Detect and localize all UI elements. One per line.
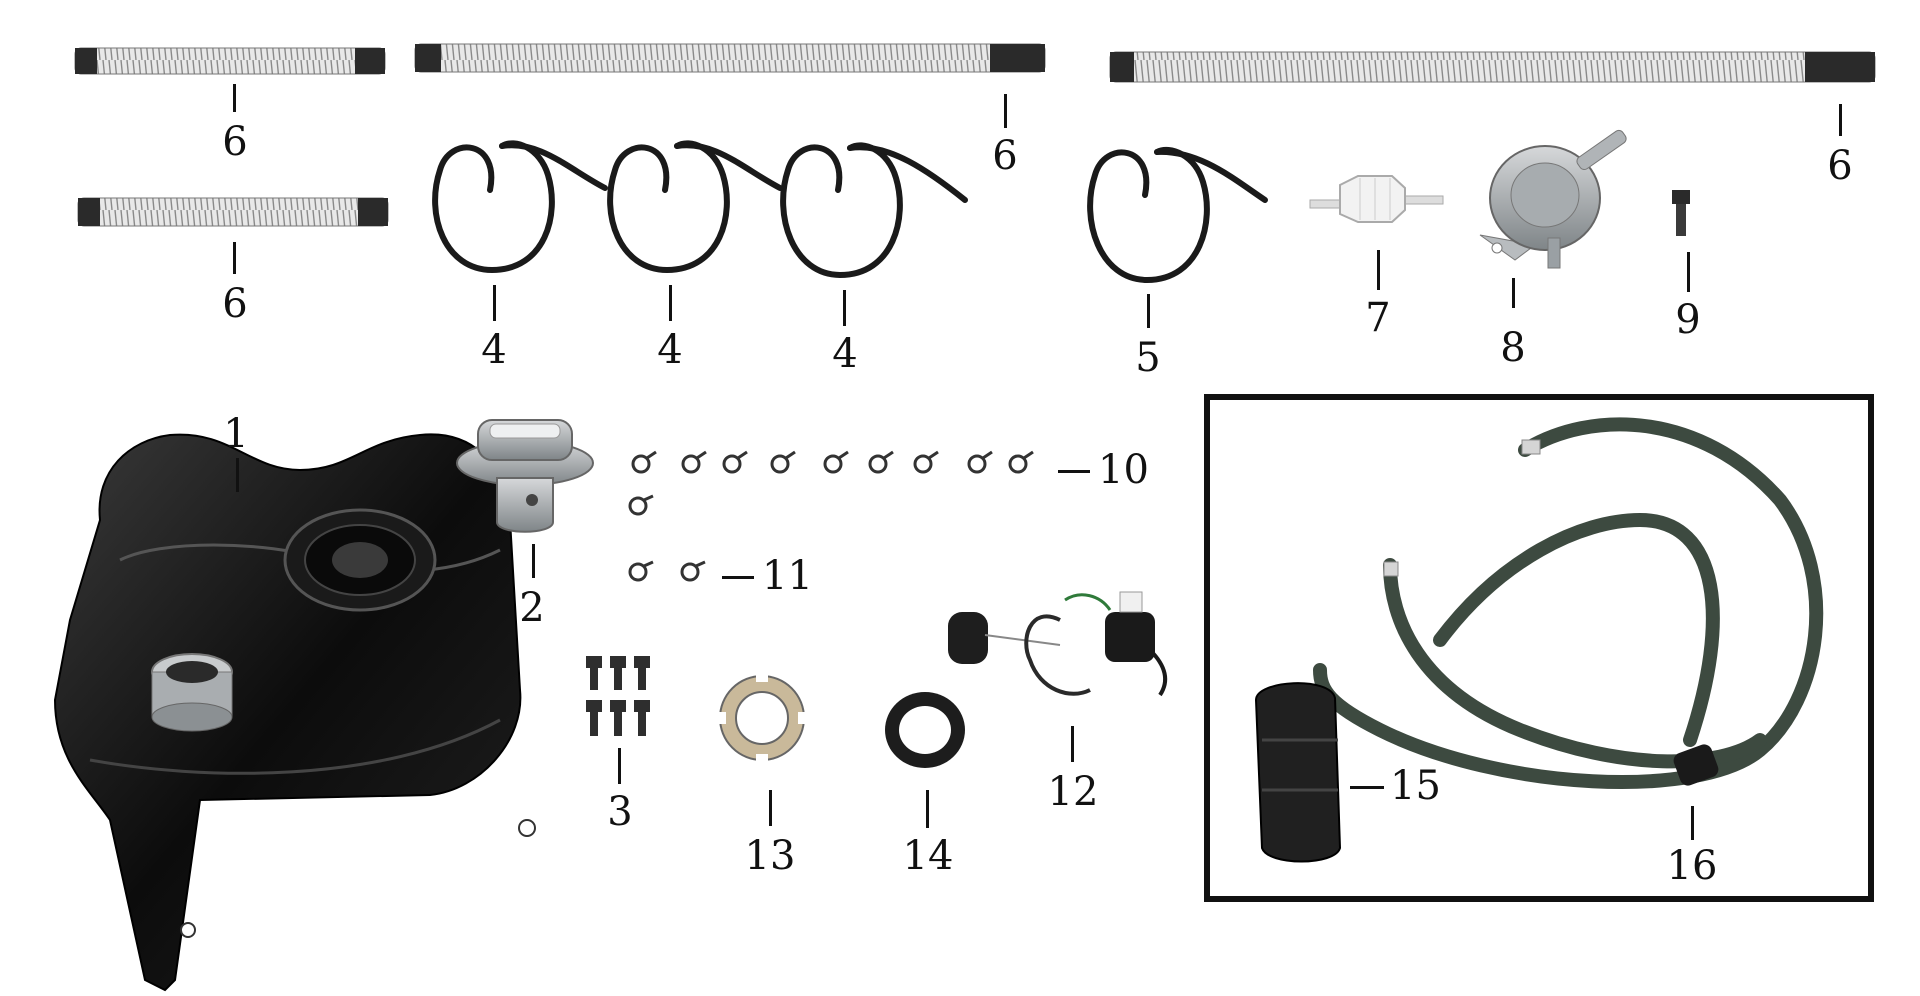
callout-15: 15	[1390, 763, 1441, 809]
leader-line	[1350, 786, 1384, 789]
lock-ring-icon	[716, 672, 808, 764]
leader-line	[1512, 278, 1515, 308]
bolt-icon	[586, 656, 650, 736]
fuel-tank-icon	[53, 433, 536, 992]
leader-line	[722, 576, 754, 579]
callout-5: 5	[1135, 335, 1161, 381]
leader-line	[493, 285, 496, 321]
spring-sleeve-icon	[74, 47, 386, 75]
leader-line	[843, 290, 846, 326]
leader-line	[233, 84, 236, 112]
callout-1: 1	[223, 411, 249, 457]
fuel-cap-icon	[456, 419, 594, 533]
leader-line	[1071, 726, 1074, 762]
fuel-filter-icon	[1309, 175, 1444, 223]
leader-line	[1839, 104, 1842, 136]
leader-line	[532, 544, 535, 578]
callout-6: 6	[992, 133, 1018, 179]
seal-ring-icon	[885, 692, 965, 768]
callout-6: 6	[1827, 143, 1853, 189]
fuel-hose-icon	[780, 142, 968, 279]
leader-line	[1147, 294, 1150, 328]
spring-sleeve-icon	[1109, 51, 1876, 83]
callout-6: 6	[222, 119, 248, 165]
fuel-hose-icon	[607, 140, 783, 274]
leader-line	[1058, 470, 1090, 473]
callout-8: 8	[1500, 325, 1526, 371]
callout-4: 4	[657, 327, 683, 373]
leader-line	[1691, 806, 1694, 840]
hose-clamp-icon	[628, 450, 1034, 582]
callout-2: 2	[519, 585, 545, 631]
fuel-hose-icon	[1087, 146, 1268, 284]
bolt-icon	[1672, 190, 1690, 236]
leader-line	[236, 458, 239, 492]
callout-16: 16	[1666, 843, 1718, 889]
spring-sleeve-icon	[77, 197, 389, 227]
vacuum-valve-icon	[1479, 129, 1627, 269]
leader-line	[1377, 250, 1380, 290]
leader-line	[669, 285, 672, 321]
callout-4: 4	[832, 331, 858, 377]
callout-3: 3	[607, 789, 633, 835]
callout-10: 10	[1098, 447, 1149, 493]
leader-line	[769, 790, 772, 826]
callout-9: 9	[1675, 297, 1701, 343]
callout-11: 11	[762, 553, 813, 599]
leader-line	[1687, 252, 1690, 292]
charcoal-canister-icon	[1254, 417, 1824, 863]
callout-6: 6	[222, 281, 248, 327]
fuel-sender-icon	[948, 591, 1168, 697]
spring-sleeve-icon	[414, 43, 1046, 73]
callout-14: 14	[902, 833, 954, 879]
leader-line	[926, 790, 929, 828]
check-valve-icon	[1673, 744, 1719, 786]
callout-7: 7	[1365, 295, 1391, 341]
callout-12: 12	[1047, 769, 1099, 815]
leader-line	[618, 748, 621, 784]
leader-line	[233, 242, 236, 274]
callout-4: 4	[481, 327, 507, 373]
callout-13: 13	[744, 833, 796, 879]
leader-line	[1004, 94, 1007, 128]
canister-inset-frame	[1204, 394, 1874, 902]
fuel-hose-icon	[432, 140, 608, 274]
